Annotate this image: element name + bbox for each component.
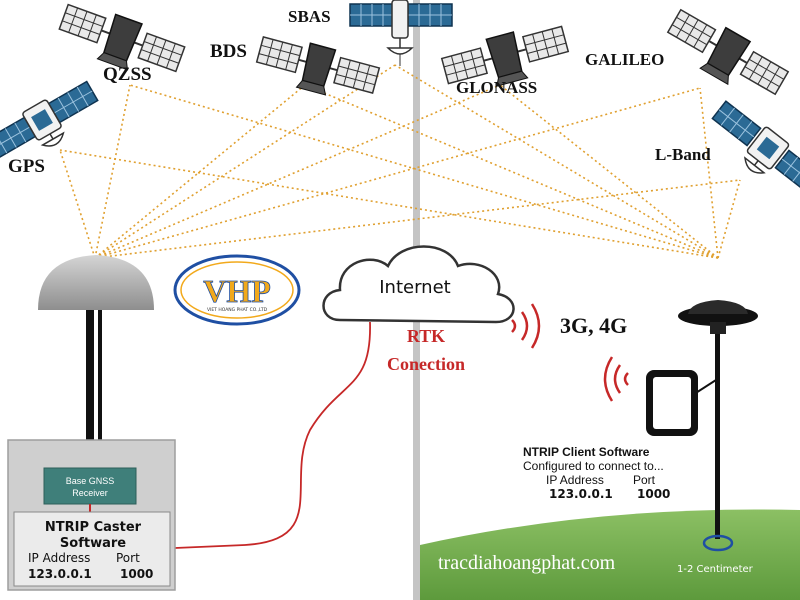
rtk-label-line2: Conection (387, 354, 465, 374)
caster-port-header: Port (116, 551, 140, 565)
vhp-logo: VHP VIET HOANG PHAT CO.,LTD (173, 254, 301, 326)
client-ip-header: IP Address (546, 473, 604, 487)
network-label: 3G, 4G (560, 313, 627, 338)
caster-ip-value: 123.0.0.1 (28, 567, 92, 581)
bds-satellite-icon (255, 36, 381, 96)
lband-satellite-icon (711, 100, 800, 196)
client-port-value: 1000 (637, 487, 670, 501)
rover-signal-lines (59, 64, 741, 259)
client-subtitle: Configured to connect to... (523, 459, 664, 473)
caster-title-line2: Software (60, 536, 126, 551)
accuracy-label: 1-2 Centimeter (677, 564, 754, 575)
base-receiver-line1: Base GNSS (66, 476, 115, 486)
logo-text: VHP (203, 273, 271, 309)
website-watermark: tracdiahoangphat.com (438, 552, 616, 574)
rtk-label-line1: RTK (407, 326, 445, 346)
rover-controller-icon (646, 370, 717, 436)
label-sbas: SBAS (288, 7, 331, 26)
label-galileo: GALILEO (585, 50, 664, 69)
rtk-cable (174, 321, 371, 549)
controller-wave-icon (603, 356, 629, 402)
base-station-box (7, 439, 176, 591)
base-receiver-line2: Receiver (72, 488, 108, 498)
caster-ip-header: IP Address (28, 551, 90, 565)
cellular-wave-icon (511, 303, 541, 349)
gps-satellite-icon (0, 80, 99, 160)
label-gps: GPS (8, 156, 45, 177)
client-port-header: Port (633, 473, 656, 487)
cloud-label: Internet (379, 277, 450, 298)
logo-subtext: VIET HOANG PHAT CO.,LTD (207, 307, 268, 313)
caster-title-line1: NTRIP Caster (45, 520, 142, 535)
client-ip-value: 123.0.0.1 (549, 487, 613, 501)
rover-antenna-icon (678, 300, 758, 552)
label-glonass: GLONASS (456, 78, 537, 97)
base-signal-lines (59, 64, 741, 259)
sbas-satellite-icon (349, 0, 453, 66)
label-bds: BDS (210, 41, 247, 62)
qzss-satellite-icon (58, 3, 186, 73)
galileo-satellite-icon (667, 8, 789, 96)
label-lband: L-Band (655, 145, 711, 164)
label-qzss: QZSS (103, 64, 152, 85)
base-antenna-icon (38, 255, 154, 445)
caster-port-value: 1000 (120, 567, 153, 581)
client-title: NTRIP Client Software (523, 445, 650, 459)
internet-cloud-icon (322, 245, 515, 324)
grass-ground (420, 509, 800, 600)
glonass-satellite-icon (440, 25, 570, 87)
